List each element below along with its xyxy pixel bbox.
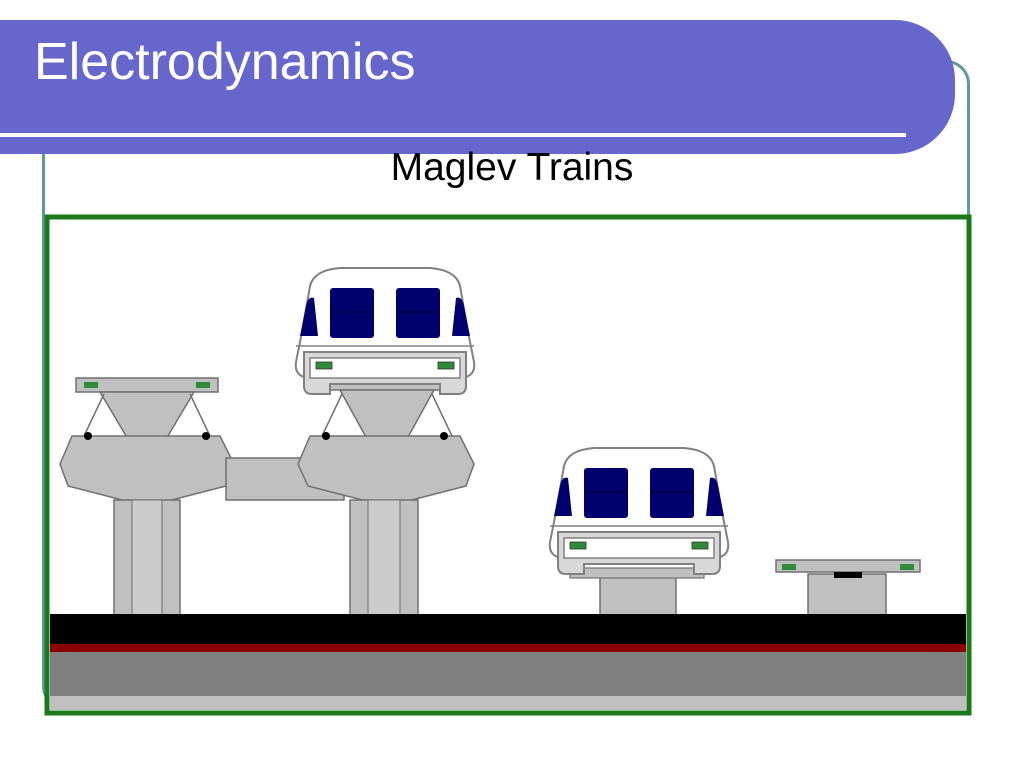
title-underline: [0, 133, 906, 137]
title-bar: [0, 20, 955, 154]
maglev-illustration: [44, 214, 972, 716]
maglev-train-illustration-icon: [44, 214, 972, 716]
slide-subtitle: Maglev Trains: [390, 146, 634, 189]
slide-title: Electrodynamics: [34, 33, 416, 91]
